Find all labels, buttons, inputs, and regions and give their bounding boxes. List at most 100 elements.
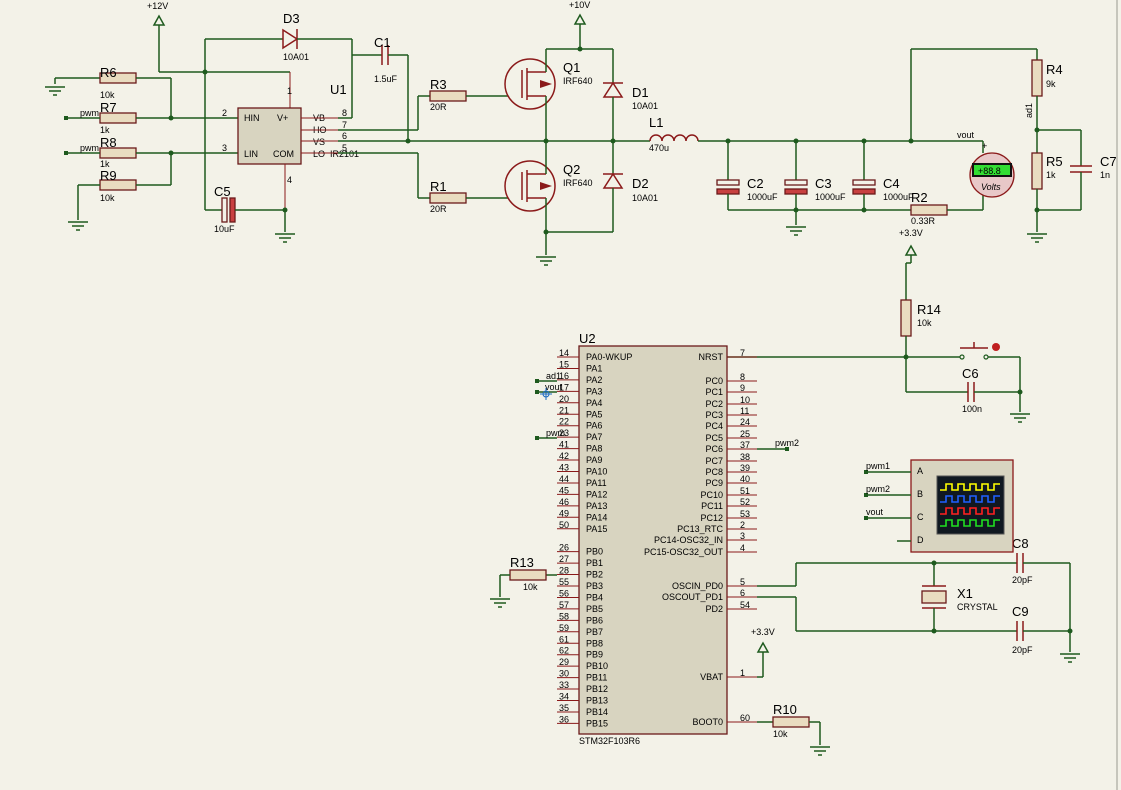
net-pwm-r8: pwm [80, 143, 99, 153]
resistor-r14[interactable]: R14 10k [900, 299, 941, 337]
u1-pin-hin: HIN [244, 113, 260, 123]
u1-pinnum-5: 5 [342, 143, 347, 153]
u2-pin-pb0: PB0 [586, 547, 603, 557]
net-pwm-r7: pwm [80, 108, 99, 118]
diode-d3[interactable]: D3 10A01 [282, 11, 309, 62]
mosfet-q2[interactable]: Q2 IRF640 [504, 141, 593, 255]
net-scope-vout: vout [866, 507, 884, 517]
inductor-l1[interactable]: L1 470u [649, 115, 699, 153]
u2-pinnum-33: 33 [559, 680, 569, 690]
u2-pin-pa9: PA9 [586, 455, 602, 465]
u1-pinnum-6: 6 [342, 131, 347, 141]
r8-value: 1k [100, 159, 110, 169]
r6-ref: R6 [100, 65, 117, 80]
scope-trace-c [940, 507, 1000, 515]
u2-pinnum-10: 10 [740, 395, 750, 405]
u2-pinnum-7: 7 [740, 348, 745, 358]
u2-pin-pc8: PC8 [705, 467, 723, 477]
resistor-r3[interactable]: R3 20R [429, 77, 467, 112]
u2-pinnum-58: 58 [559, 611, 569, 621]
u2-pin-pb4: PB4 [586, 592, 603, 602]
resistor-r5[interactable]: R5 1k [1031, 152, 1063, 190]
u2-pin-pa6: PA6 [586, 421, 602, 431]
diode-d1[interactable]: D1 10A01 [602, 81, 658, 111]
q2-ref: Q2 [563, 162, 580, 177]
u2-pinnum-44: 44 [559, 474, 569, 484]
u2-pin-pb3: PB3 [586, 581, 603, 591]
rail-12v-label: +12V [147, 1, 168, 11]
u2-pinnum-14: 14 [559, 348, 569, 358]
voltmeter-plus: + [982, 141, 987, 151]
c2-ref: C2 [747, 176, 764, 191]
scope-trace-b [940, 495, 1000, 503]
r5-ref: R5 [1046, 154, 1063, 169]
r1-value: 20R [430, 204, 447, 214]
capacitor-c5[interactable]: C5 10uF [214, 184, 236, 234]
c7-ref: C7 [1100, 154, 1117, 169]
capacitor-c3[interactable]: C3 1000uF [784, 141, 846, 225]
u1-pinnum-2: 2 [222, 108, 227, 118]
u2-pinnum-60: 60 [740, 713, 750, 723]
u2-pin-oscin_pd0: OSCIN_PD0 [672, 581, 723, 591]
resistor-r13[interactable]: R13 10k [509, 555, 547, 592]
rail-12v: +12V [147, 1, 168, 72]
resistor-r6[interactable]: R6 10k [99, 65, 137, 100]
r7-value: 1k [100, 125, 110, 135]
reset-button[interactable] [959, 342, 1000, 360]
resistor-r8[interactable]: R8 1k [99, 135, 137, 169]
u2-pin-pb14: PB14 [586, 707, 608, 717]
resistor-r4[interactable]: R4 9k [1031, 59, 1063, 97]
u2-pinnum-38: 38 [740, 452, 750, 462]
capacitor-c9[interactable]: C9 20pF [1012, 604, 1033, 655]
ic-u1[interactable]: U1 IR2101 HIN LIN V+ COM VB HO VS LO 2 3… [222, 82, 359, 185]
diode-d2[interactable]: D2 10A01 [602, 172, 658, 203]
d1-value: 10A01 [632, 101, 658, 111]
capacitor-c4[interactable]: C4 1000uF [852, 141, 914, 210]
u2-pinnum-8: 8 [740, 372, 745, 382]
q2-value: IRF640 [563, 178, 593, 188]
u2-pin-pa4: PA4 [586, 398, 602, 408]
u1-pinnum-8: 8 [342, 108, 347, 118]
u2-pinnum-34: 34 [559, 692, 569, 702]
u2-pin-pc7: PC7 [705, 456, 723, 466]
resistor-r9[interactable]: R9 10k [99, 168, 137, 203]
resistor-r2[interactable]: R2 0.33R [910, 190, 948, 226]
u2-pin-pd2: PD2 [705, 604, 723, 614]
mosfet-q1[interactable]: Q1 IRF640 [504, 49, 593, 141]
crystal-x1[interactable]: X1 CRYSTAL [921, 563, 998, 631]
scope-ch-b: B [917, 489, 923, 499]
u2-pinnum-56: 56 [559, 588, 569, 598]
u2-pinnum-39: 39 [740, 463, 750, 473]
resistor-r7[interactable]: R7 1k [99, 100, 137, 135]
u2-pin-pc0: PC0 [705, 376, 723, 386]
rail-33v-nrst-label: +3.3V [899, 228, 923, 238]
u2-pin-pc6: PC6 [705, 444, 723, 454]
voltmeter-display: +88.8 [978, 166, 1001, 176]
d2-ref: D2 [632, 176, 649, 191]
resistor-r10[interactable]: R10 10k [772, 702, 810, 739]
capacitor-c8[interactable]: C8 20pF [1012, 536, 1033, 585]
voltmeter[interactable]: +88.8 Volts + [969, 141, 1015, 198]
capacitor-c2[interactable]: C2 1000uF [716, 141, 778, 210]
ic-u2[interactable]: U2 STM32F103R6 [578, 331, 728, 746]
capacitor-c6[interactable]: C6 100n [962, 366, 982, 414]
u2-pin-pc13_rtc: PC13_RTC [677, 524, 723, 534]
u2-pin-pc14-osc32_in: PC14-OSC32_IN [654, 535, 723, 545]
u2-pin-pb2: PB2 [586, 570, 603, 580]
u2-pinnum-25: 25 [740, 429, 750, 439]
u2-pin-pa11: PA11 [586, 478, 607, 488]
resistor-r1[interactable]: R1 20R [429, 179, 467, 214]
u1-pin-vplus: V+ [277, 113, 288, 123]
oscilloscope[interactable]: A B C D [910, 459, 1014, 553]
capacitor-c1[interactable]: C1 1.5uF [374, 35, 398, 84]
u2-pin-pb12: PB12 [586, 684, 608, 694]
c9-ref: C9 [1012, 604, 1029, 619]
l1-ref: L1 [649, 115, 663, 130]
u1-pin-com: COM [273, 149, 294, 159]
u2-pin-pc2: PC2 [705, 399, 723, 409]
u2-pin-pc5: PC5 [705, 433, 723, 443]
capacitor-c7[interactable]: C7 1n [1070, 154, 1117, 180]
net-u2-vout: vout [545, 382, 563, 392]
u2-pin-pb1: PB1 [586, 558, 603, 568]
